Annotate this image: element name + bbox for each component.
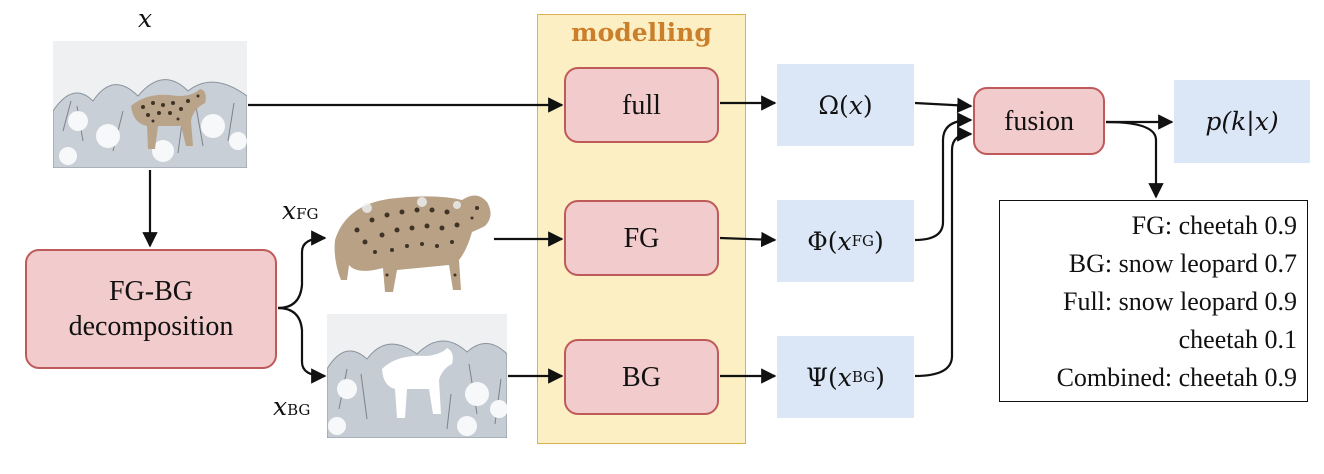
decomposition-line-2: decomposition [68,311,234,342]
arrow-fg-to-phi [719,231,777,248]
arrow-fusion-to-results [1105,120,1164,199]
foreground-image [327,180,497,300]
bg-model-box: BG [564,339,719,415]
full-model-box: full [564,67,719,143]
arrow-decomposition-split [277,230,327,310]
fusion-box: fusion [973,87,1105,155]
cheetah-silhouette [131,89,206,149]
decomposition-line-1: FG-BG [108,276,193,307]
output-probability-box: p(k|x) [1174,80,1310,163]
arrow-psi-to-fusion [914,126,973,378]
result-fg: FG: cheetah 0.9 [1131,211,1297,240]
omega-feature-box: Ω(x) [777,64,914,146]
result-full: Full: snow leopard 0.9 [1063,287,1297,316]
arrow-omega-to-fusion [914,97,973,113]
fg-input-label: xFG [282,196,319,225]
modelling-title: modelling [571,18,712,47]
result-bg: BG: snow leopard 0.7 [1068,249,1297,278]
arrow-phi-to-fusion [914,112,973,242]
arrow-decomposition-to-bg [277,306,327,384]
input-image-full [53,41,247,168]
fg-model-box: FG [564,200,719,276]
result-full-second: cheetah 0.1 [1178,325,1297,354]
input-label: x [138,4,153,33]
prediction-results-box: FG: cheetah 0.9 BG: snow leopard 0.7 Ful… [999,200,1308,402]
bg-input-label: xBG [273,392,311,421]
background-image [327,314,507,438]
result-combined: Combined: cheetah 0.9 [1056,363,1297,392]
fg-bg-decomposition-box: FG-BG decomposition [25,249,277,369]
